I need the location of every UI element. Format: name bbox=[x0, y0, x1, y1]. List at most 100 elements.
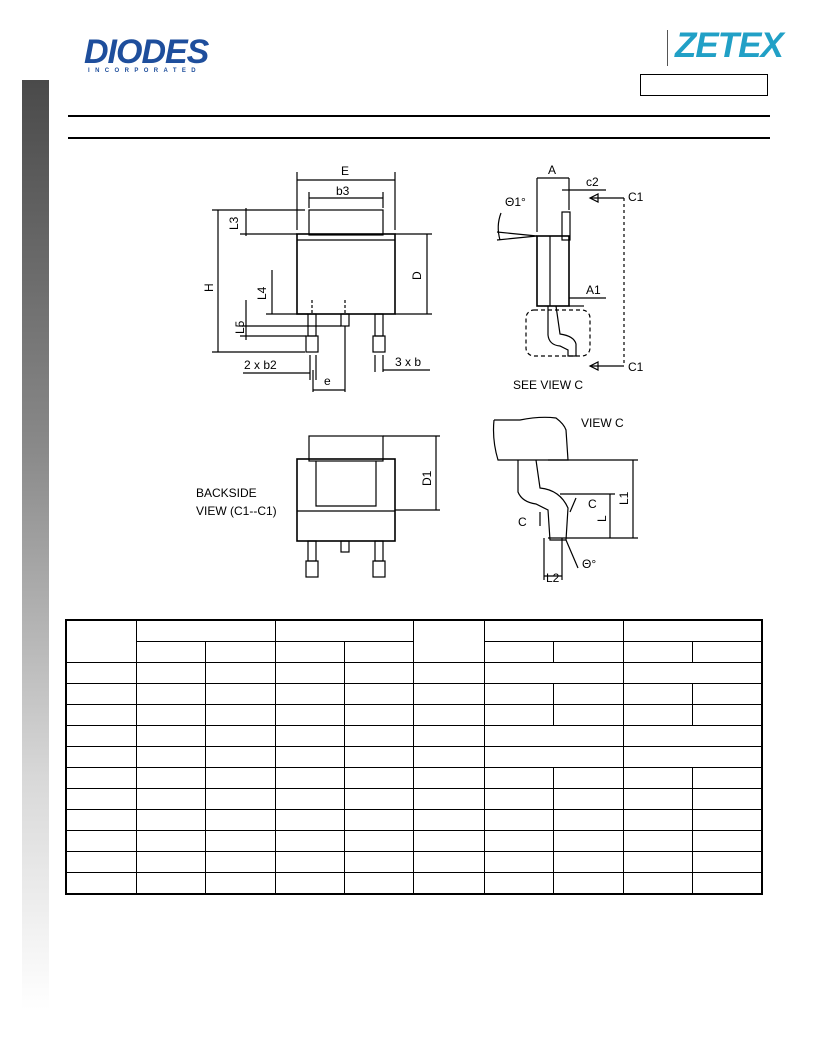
table-cell bbox=[553, 683, 624, 705]
table-cell bbox=[205, 767, 276, 789]
label-b: 3 x b bbox=[395, 355, 421, 369]
diodes-logo: DIODES INCORPORATED bbox=[84, 35, 230, 77]
table-cell bbox=[553, 851, 624, 873]
backside-caption-line2: VIEW (C1--C1) bbox=[196, 504, 277, 518]
table-cell bbox=[413, 662, 485, 684]
table-cell bbox=[413, 851, 485, 873]
table-cell bbox=[622, 683, 694, 705]
label-H: H bbox=[202, 283, 216, 292]
table-cell bbox=[135, 662, 207, 684]
table-cell bbox=[135, 830, 207, 852]
diodes-logo-tagline: INCORPORATED bbox=[88, 68, 202, 74]
table-cell bbox=[622, 619, 763, 642]
table-cell bbox=[483, 788, 555, 810]
zetex-logo-word: ZETEX bbox=[675, 26, 784, 65]
header-rule-bottom bbox=[68, 137, 770, 139]
table-cell bbox=[344, 788, 415, 810]
table-cell bbox=[553, 830, 624, 852]
label-A: A bbox=[548, 163, 556, 177]
table-cell bbox=[205, 788, 276, 810]
table-row bbox=[65, 704, 763, 726]
table-cell bbox=[483, 767, 555, 789]
table-cell bbox=[135, 641, 207, 663]
table-cell bbox=[413, 788, 485, 810]
label-L5: L5 bbox=[233, 320, 247, 334]
table-cell bbox=[205, 662, 276, 684]
table-cell bbox=[274, 619, 415, 642]
table-cell bbox=[135, 788, 207, 810]
label-b2: 2 x b2 bbox=[244, 358, 277, 372]
backside-caption-line1: BACKSIDE bbox=[196, 486, 257, 500]
label-L3: L3 bbox=[227, 216, 241, 230]
table-cell bbox=[692, 704, 763, 726]
table-cell bbox=[483, 725, 624, 747]
table-cell bbox=[274, 683, 346, 705]
table-cell bbox=[65, 619, 137, 663]
table-cell bbox=[344, 809, 415, 831]
label-theta: Θ° bbox=[582, 557, 596, 571]
table-cell bbox=[135, 683, 207, 705]
table-row bbox=[65, 746, 763, 768]
table-row bbox=[65, 725, 763, 747]
table-cell bbox=[483, 619, 624, 642]
table-cell bbox=[483, 851, 555, 873]
part-number-box bbox=[640, 74, 768, 96]
label-L: L bbox=[595, 515, 609, 522]
side-gradient-bar bbox=[22, 80, 49, 1010]
table-header-row-1 bbox=[65, 619, 763, 663]
table-cell bbox=[205, 830, 276, 852]
table-cell bbox=[622, 872, 694, 895]
table-cell bbox=[344, 725, 415, 747]
table-cell bbox=[274, 767, 346, 789]
table-cell bbox=[205, 809, 276, 831]
label-b3: b3 bbox=[336, 184, 350, 198]
table-cell bbox=[274, 872, 346, 895]
table-cell bbox=[413, 683, 485, 705]
table-cell bbox=[344, 683, 415, 705]
dimension-table bbox=[65, 619, 763, 895]
table-cell bbox=[135, 851, 207, 873]
table-row bbox=[65, 809, 763, 831]
label-e: e bbox=[324, 374, 331, 388]
table-row bbox=[65, 830, 763, 852]
table-cell bbox=[274, 746, 346, 768]
table-cell bbox=[344, 662, 415, 684]
table-cell bbox=[413, 809, 485, 831]
table-cell bbox=[692, 851, 763, 873]
label-L4: L4 bbox=[255, 286, 269, 300]
table-cell bbox=[274, 788, 346, 810]
table-cell bbox=[274, 662, 346, 684]
table-cell bbox=[553, 767, 624, 789]
table-cell bbox=[344, 746, 415, 768]
table-cell bbox=[135, 809, 207, 831]
table-cell bbox=[483, 872, 555, 895]
table-cell bbox=[65, 851, 137, 873]
table-cell bbox=[135, 746, 207, 768]
table-cell bbox=[135, 767, 207, 789]
table-header-row-2 bbox=[66, 641, 763, 663]
header-rule-top bbox=[68, 115, 770, 117]
table-cell bbox=[205, 641, 276, 663]
label-see-view-c: SEE VIEW C bbox=[513, 378, 583, 392]
table-cell bbox=[65, 704, 137, 726]
table-cell bbox=[205, 704, 276, 726]
zetex-logo-bar bbox=[667, 30, 668, 66]
table-cell bbox=[692, 830, 763, 852]
table-cell bbox=[344, 872, 415, 895]
label-C1-top: C1 bbox=[628, 190, 644, 204]
table-cell bbox=[553, 788, 624, 810]
table-row bbox=[65, 767, 763, 789]
table-cell bbox=[483, 683, 555, 705]
table-cell bbox=[413, 767, 485, 789]
table-cell bbox=[483, 662, 624, 684]
table-cell bbox=[65, 788, 137, 810]
table-cell bbox=[344, 767, 415, 789]
table-cell bbox=[692, 872, 763, 895]
table-cell bbox=[483, 641, 555, 663]
table-cell bbox=[622, 662, 763, 684]
table-cell bbox=[413, 830, 485, 852]
table-cell bbox=[65, 746, 137, 768]
table-cell bbox=[344, 704, 415, 726]
table-cell bbox=[65, 830, 137, 852]
table-row bbox=[65, 662, 763, 684]
